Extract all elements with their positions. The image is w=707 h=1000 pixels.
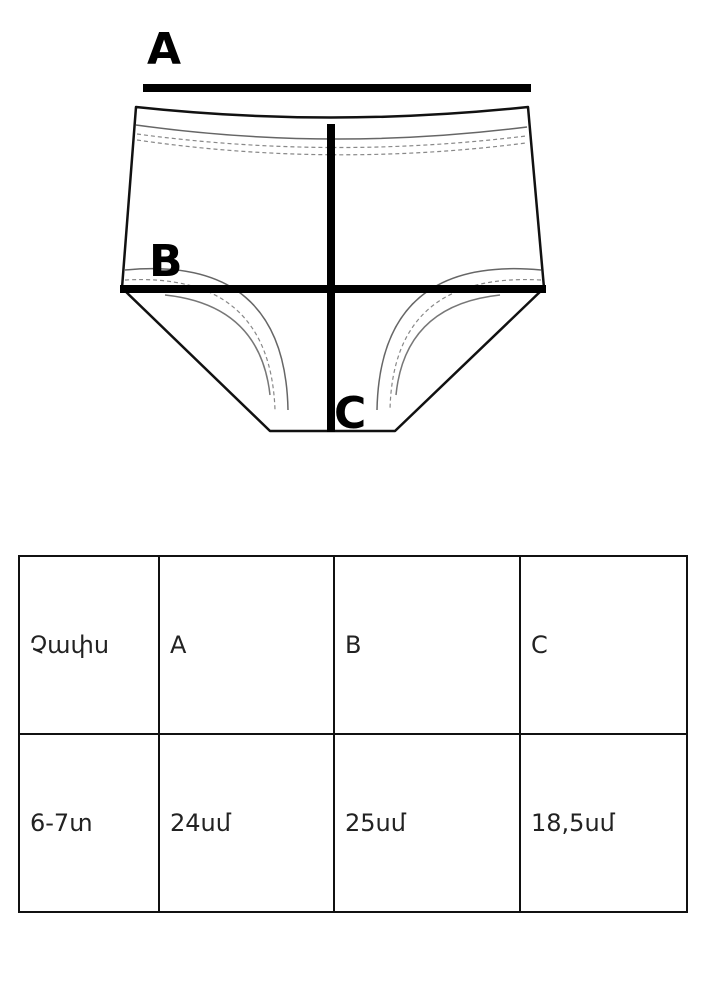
cell-size: 6-7տ xyxy=(18,733,160,913)
cell-c: 18,5սմ xyxy=(519,733,688,913)
table-row: 6-7տ 24սմ 25սմ 18,5սմ xyxy=(18,733,688,913)
cell-a: 24սմ xyxy=(158,733,335,913)
right-leg-inner xyxy=(395,294,501,396)
right-leg-stitch xyxy=(389,278,542,411)
right-leg-band xyxy=(376,268,542,411)
header-size: Չափս xyxy=(18,555,160,735)
waistband-stitch-top xyxy=(136,133,527,149)
header-c: C xyxy=(519,555,688,735)
cell-b: 25սմ xyxy=(333,733,521,913)
left-leg-band xyxy=(124,268,289,411)
waistband-stitch-bottom xyxy=(136,139,527,156)
label-b: B xyxy=(149,236,183,287)
header-b: B xyxy=(333,555,521,735)
label-c: C xyxy=(334,388,366,439)
size-table: Չափս A B C 6-7տ 24սմ 25սմ 18,5սմ xyxy=(18,555,688,913)
left-leg-stitch xyxy=(124,278,276,411)
measurement-diagram: A B C xyxy=(120,24,546,439)
left-leg-inner xyxy=(164,294,271,396)
label-a: A xyxy=(147,24,181,75)
header-a: A xyxy=(158,555,335,735)
table-header-row: Չափս A B C xyxy=(18,555,688,735)
